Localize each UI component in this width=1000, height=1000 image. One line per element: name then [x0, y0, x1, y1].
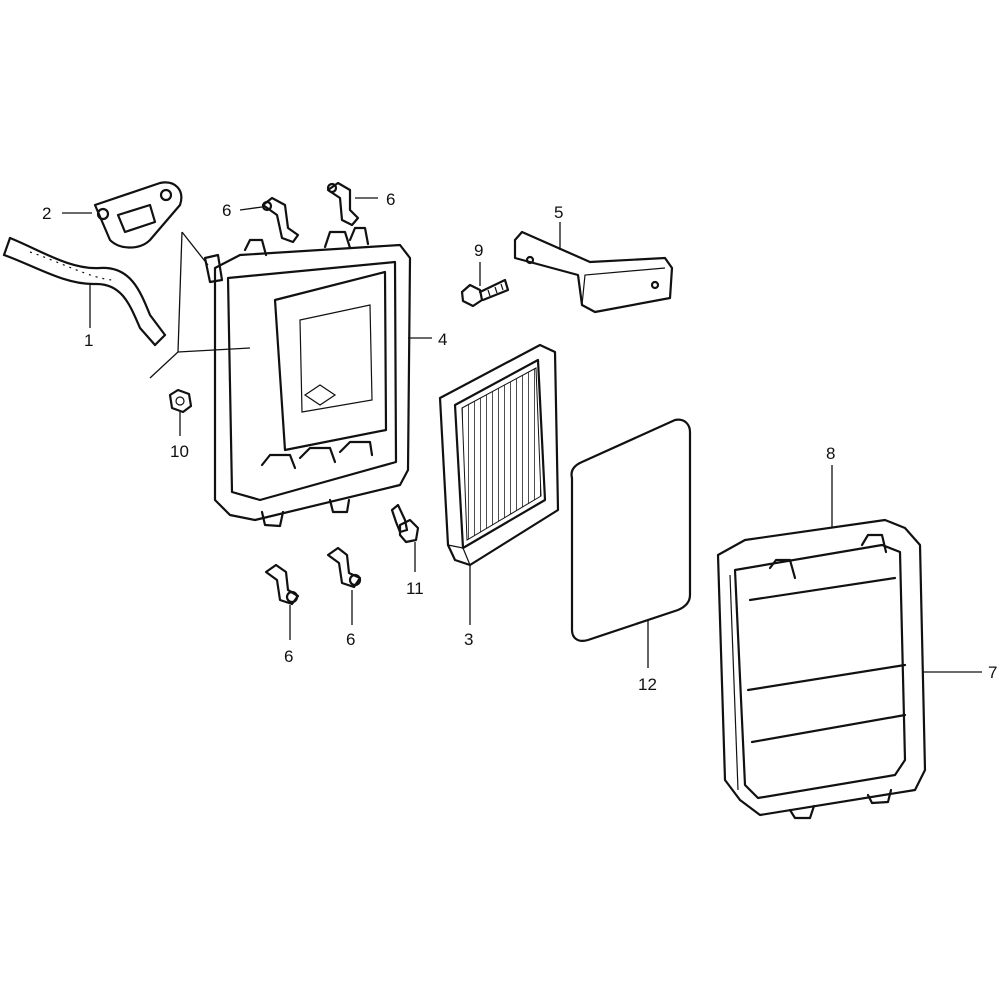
clip: [264, 563, 300, 606]
air-filter-element: [438, 343, 560, 567]
callout-6-bottom-left: 6: [284, 647, 293, 666]
callout-6-top-left: 6: [222, 201, 231, 220]
callout-9: 9: [474, 241, 483, 260]
callout-7: 7: [988, 663, 997, 682]
air-cleaner-cover: [716, 518, 927, 820]
nut: [168, 388, 193, 414]
callout-6-top-right: 6: [386, 190, 395, 209]
clip: [326, 181, 360, 227]
foam-pre-filter: [570, 418, 692, 642]
callout-8: 8: [826, 444, 835, 463]
clip: [261, 196, 300, 244]
leader-line-1-mount: [149, 231, 183, 379]
callout-2: 2: [42, 204, 51, 223]
bracket: [513, 230, 674, 314]
leader-line-10-hidden: [177, 347, 251, 353]
callout-4: 4: [438, 330, 447, 349]
gasket: [93, 181, 183, 249]
callout-1: 1: [84, 331, 93, 350]
leader-line-2-mount: [181, 231, 209, 266]
bolt: [390, 503, 420, 544]
callout-12: 12: [638, 675, 657, 694]
breather-tube: [2, 236, 167, 347]
clip: [326, 546, 362, 589]
callout-6-bottom-right: 6: [346, 630, 355, 649]
callout-11: 11: [406, 579, 424, 598]
leader-line-6-top-left: [239, 206, 263, 211]
leader-lines: [62, 197, 982, 673]
callout-5: 5: [554, 203, 563, 222]
callout-3: 3: [464, 630, 473, 649]
air-cleaner-case: [203, 226, 412, 528]
callout-labels: 2 1 10 6 6 4 9 5 11 6 6 3 12 8 7: [42, 190, 997, 694]
bolt: [460, 278, 510, 308]
callout-10: 10: [170, 442, 189, 461]
